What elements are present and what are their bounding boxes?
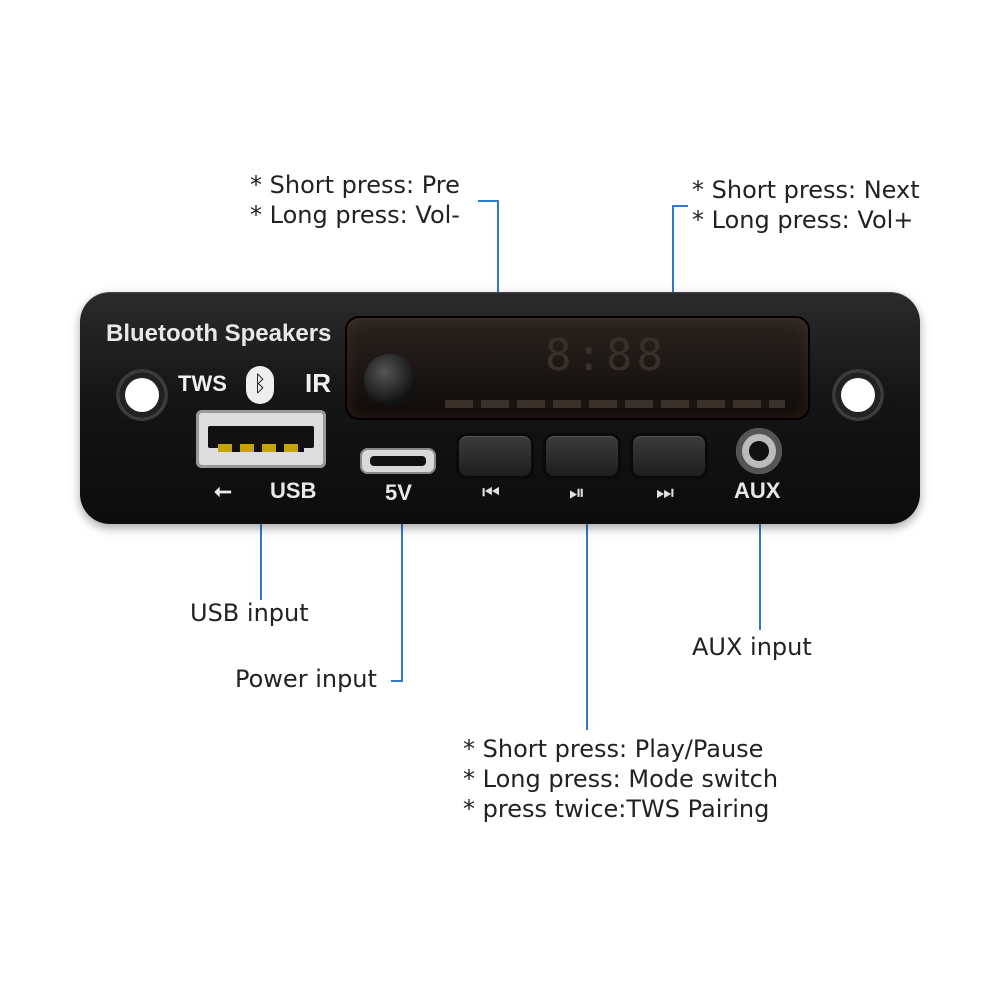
usb-input-label: USB input <box>190 599 309 627</box>
play-press-twice-text: * press twice:TWS Pairing <box>463 795 770 823</box>
power-port-label: 5V <box>385 480 412 505</box>
next-long-press-text: * Long press: Vol+ <box>692 206 914 234</box>
prev-icon: ⏮ <box>482 480 500 504</box>
led-display: 8:88 <box>345 316 810 420</box>
prev-short-press-text: * Short press: Pre <box>250 171 460 199</box>
power-leader-line-vertical <box>401 460 403 682</box>
panel-title: Bluetooth Speakers <box>106 320 332 347</box>
prev-leader-line <box>478 200 498 202</box>
ir-receiver-knob <box>364 354 416 406</box>
play-pause-button[interactable] <box>546 436 618 476</box>
aux-leader-line <box>759 452 761 630</box>
next-icon: ⏭ <box>656 480 674 504</box>
usb-pins <box>218 444 304 452</box>
micro-usb-port[interactable] <box>360 448 436 474</box>
play-pause-icon: ⏯ <box>569 480 585 504</box>
aux-input-label: AUX input <box>692 633 812 661</box>
next-button-annotation: * Short press: Next * Long press: Vol+ <box>692 175 920 235</box>
next-button[interactable] <box>633 436 705 476</box>
aux-port-label: AUX <box>734 478 781 503</box>
play-leader-line <box>586 468 588 730</box>
play-long-press-text: * Long press: Mode switch <box>463 765 779 793</box>
prev-long-press-text: * Long press: Vol- <box>250 201 460 229</box>
tws-label: TWS <box>178 371 227 396</box>
power-input-label: Power input <box>235 665 377 693</box>
play-button-annotation: * Short press: Play/Pause * Long press: … <box>463 734 778 824</box>
usb-port-label: USB <box>270 478 317 503</box>
micro-usb-slot <box>370 456 426 466</box>
next-short-press-text: * Short press: Next <box>692 176 920 204</box>
display-segment-bar <box>445 400 785 408</box>
usb-port[interactable] <box>196 410 326 468</box>
prev-button-annotation: * Short press: Pre * Long press: Vol- <box>250 170 460 230</box>
aux-jack[interactable] <box>736 428 782 474</box>
power-leader-line <box>391 680 403 682</box>
left-mount-hole <box>119 372 165 418</box>
usb-slot <box>208 426 314 448</box>
prev-button[interactable] <box>459 436 531 476</box>
aux-jack-hole <box>749 441 769 461</box>
play-short-press-text: * Short press: Play/Pause <box>463 735 764 763</box>
bluetooth-icon: ᛒ <box>246 366 274 404</box>
usb-symbol-icon: ⭠ <box>214 478 232 503</box>
display-digits: 8:88 <box>545 330 667 381</box>
ir-sensor-label: IR <box>305 368 331 398</box>
next-leader-line <box>672 205 688 207</box>
right-mount-hole <box>835 372 881 418</box>
